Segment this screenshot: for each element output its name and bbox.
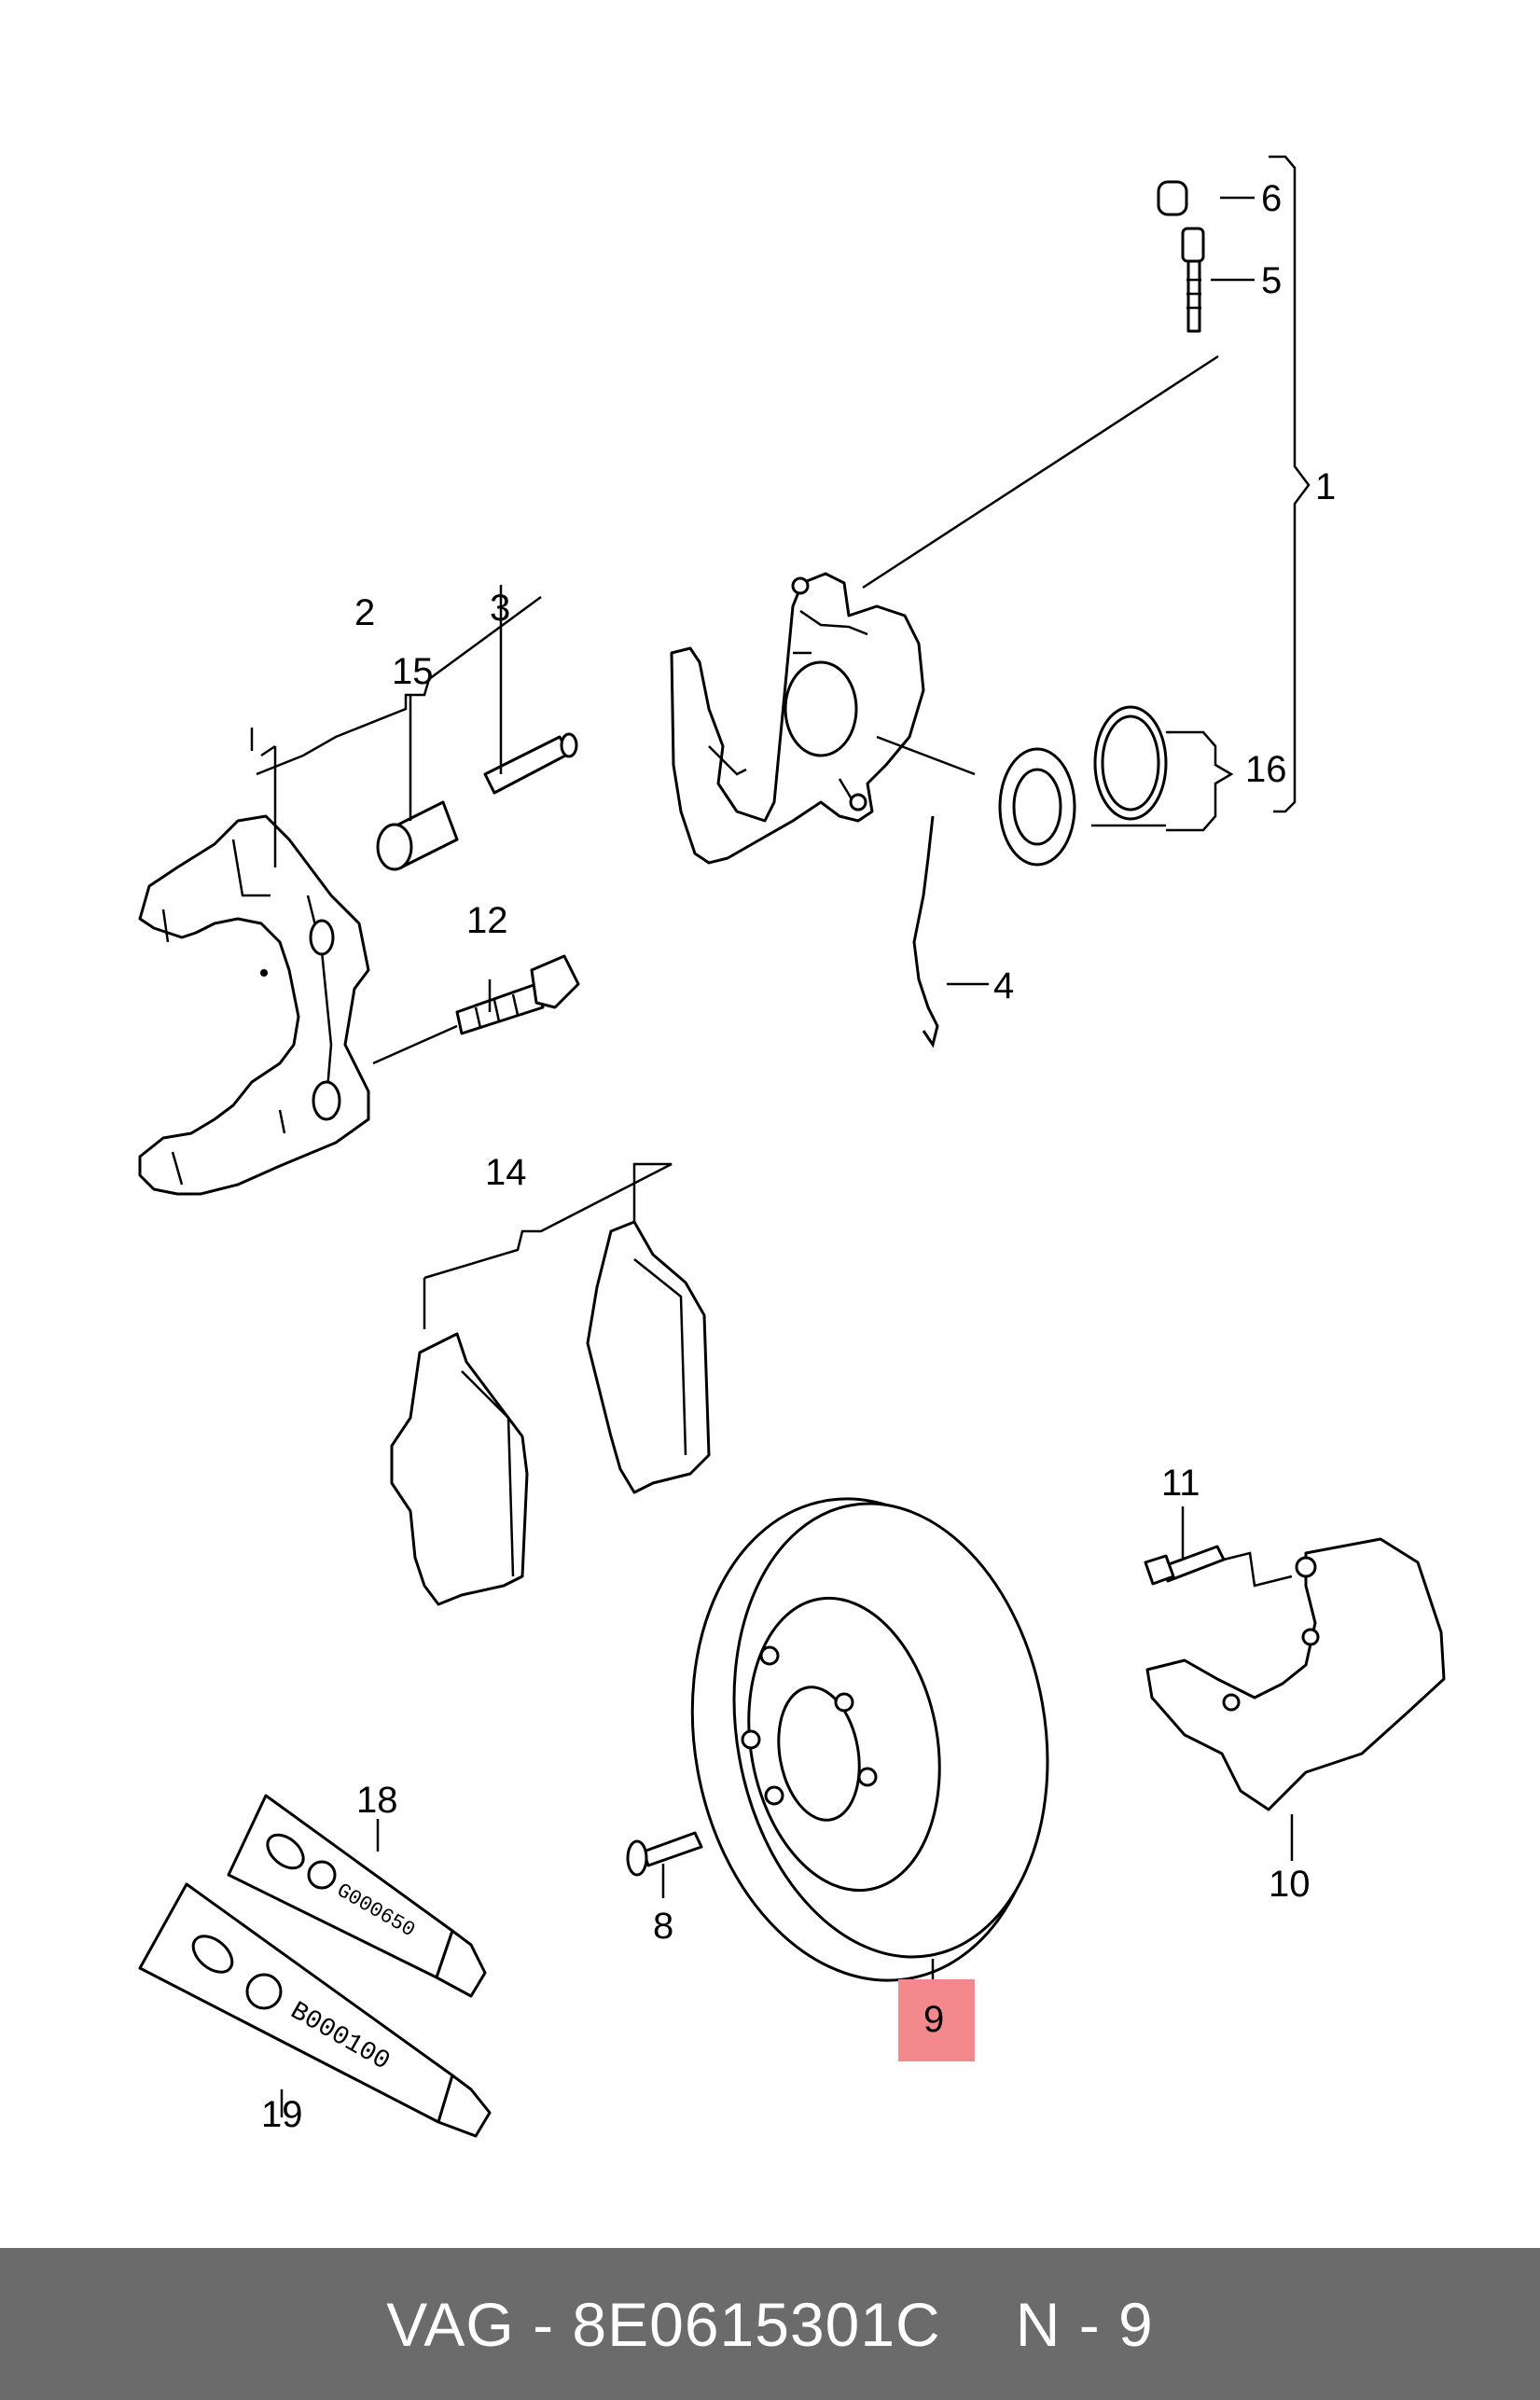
brake-disc (690, 1497, 1049, 1982)
callout-12: 12 (466, 900, 508, 941)
callout-3: 3 (490, 588, 510, 629)
footer-ref: N - 9 (1015, 2289, 1154, 2359)
callout-labels: 1 2 3 4 5 6 8 9 10 11 12 14 15 16 18 19 (261, 178, 1336, 2135)
exploded-parts-diagram: G000650 B000100 1 2 3 (138, 155, 1446, 2138)
leader-lines (250, 155, 1311, 2117)
brake-pad-inner (390, 1332, 529, 1606)
caliper-carrier (138, 814, 370, 1196)
guide-pin (483, 732, 578, 795)
callout-5: 5 (1261, 260, 1282, 301)
callout-1: 1 (1315, 466, 1336, 507)
caliper-housing (670, 572, 925, 865)
caliper-bolt (455, 954, 580, 1035)
footer-dash: - (533, 2289, 555, 2359)
callout-2: 2 (354, 592, 375, 633)
footer-brand: VAG (386, 2289, 515, 2359)
callout-15: 15 (392, 651, 434, 692)
brake-pad-outer (586, 1220, 711, 1494)
bleeder-valve (1181, 227, 1205, 333)
callout-8: 8 (653, 1906, 673, 1947)
callout-16: 16 (1245, 749, 1287, 790)
piston-seal-kit (998, 705, 1168, 867)
callout-14: 14 (485, 1152, 527, 1193)
callout-19: 19 (261, 2094, 303, 2135)
callout-18: 18 (356, 1780, 398, 1821)
callout-6: 6 (1261, 178, 1282, 219)
callout-9: 9 (923, 1999, 944, 2040)
footer-part-number: 8E0615301C (572, 2289, 941, 2359)
wear-sensor (912, 815, 939, 1048)
splash-shield (1145, 1537, 1446, 1811)
shield-bolt (1144, 1545, 1226, 1586)
callout-4: 4 (993, 965, 1014, 1006)
callout-11: 11 (1161, 1463, 1200, 1504)
grease-tube-19: B000100 (138, 1882, 492, 2138)
footer-bar: VAG - 8E0615301C N - 9 (0, 2248, 1540, 2400)
bleeder-cap (1157, 180, 1188, 216)
disc-screw (626, 1831, 703, 1877)
callout-9-highlight (898, 1979, 975, 2061)
callout-10: 10 (1269, 1864, 1311, 1905)
guide-bushing (376, 800, 459, 871)
